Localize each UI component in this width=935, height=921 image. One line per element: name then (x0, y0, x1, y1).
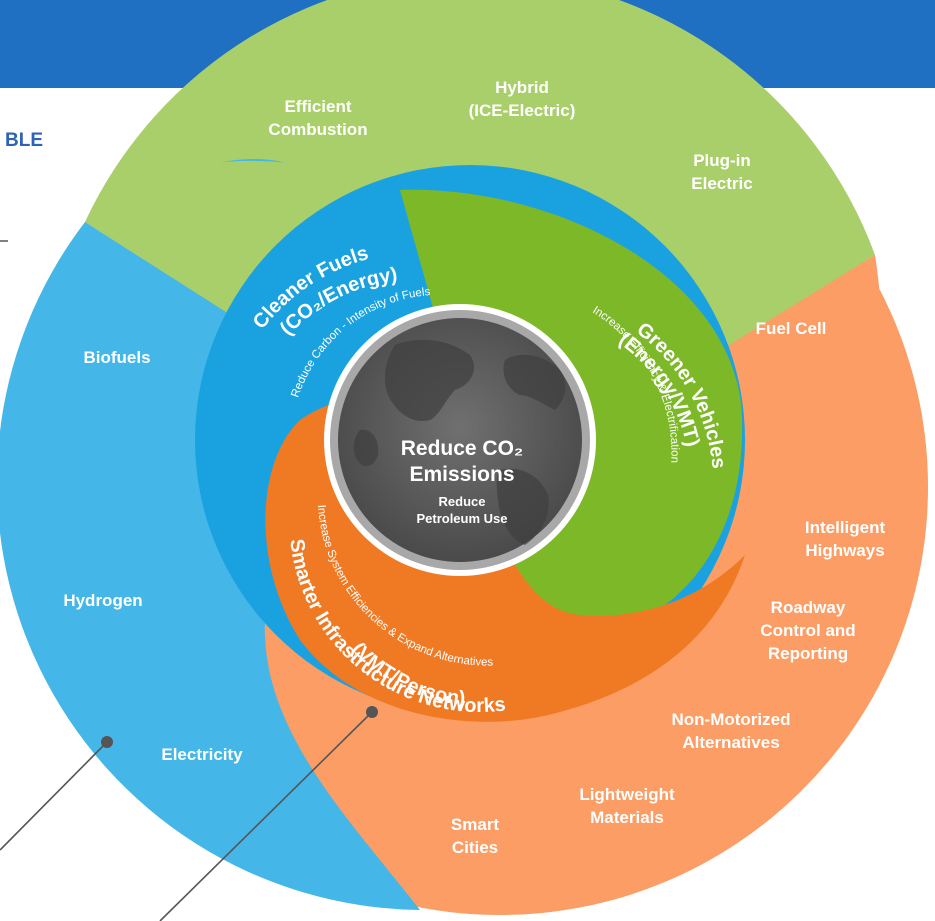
label-biofuels: Biofuels (83, 348, 150, 367)
leader-line-blue (0, 741, 108, 851)
cut-heading: BLE (5, 130, 43, 151)
label-fuel-cell: Fuel Cell (756, 319, 827, 338)
center-globe: Reduce CO₂ Emissions Reduce Petroleum Us… (324, 304, 596, 576)
label-hydrogen: Hydrogen (63, 591, 142, 610)
globe-continent-icon (353, 339, 566, 545)
label-hybrid: Hybrid(ICE-Electric) (469, 78, 576, 120)
center-title-line1: Reduce CO₂ (401, 437, 524, 460)
leader-line-orange (159, 711, 373, 921)
leader-lines (0, 706, 378, 921)
center-sub-line2: Petroleum Use (416, 511, 507, 526)
center-sub-line1: Reduce (439, 494, 486, 509)
label-electricity: Electricity (161, 745, 243, 764)
center-title-line2: Emissions (409, 463, 514, 486)
leader-dot-orange (366, 706, 378, 718)
leader-dot-blue (101, 736, 113, 748)
